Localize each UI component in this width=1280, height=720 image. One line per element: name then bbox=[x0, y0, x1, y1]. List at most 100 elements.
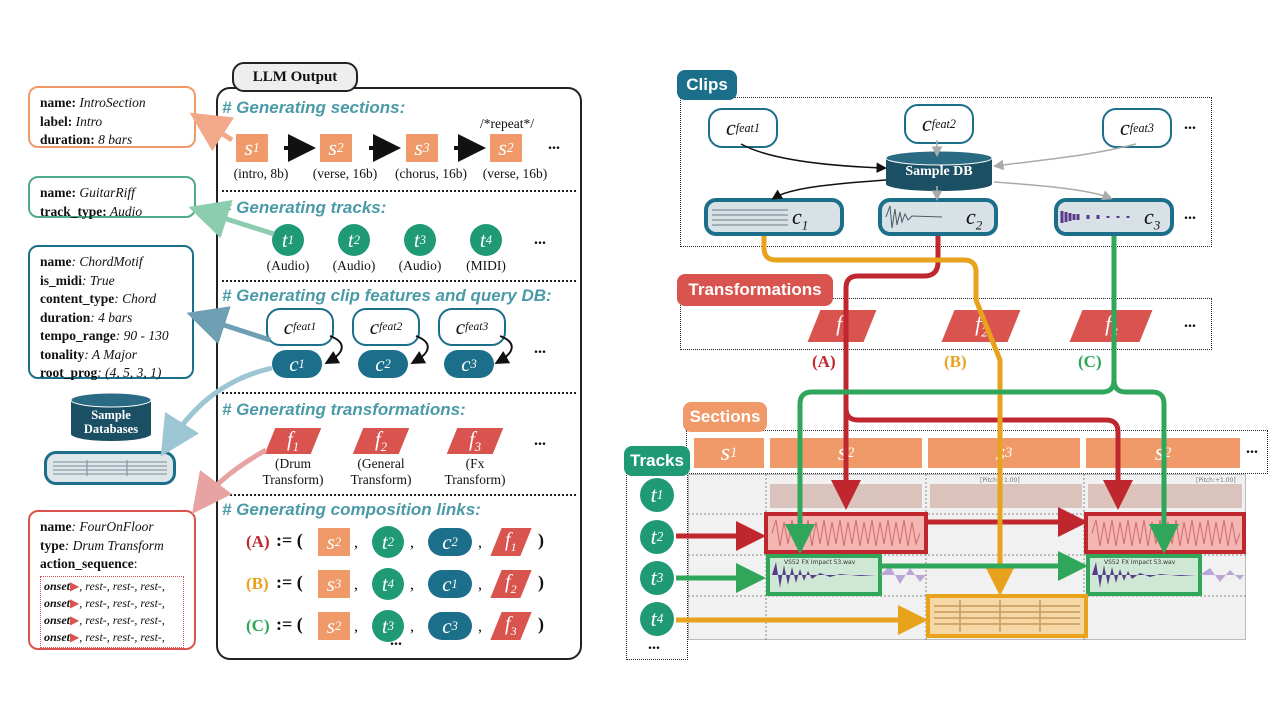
links-header: # Generating composition links: bbox=[222, 500, 481, 519]
link-comma: , bbox=[410, 576, 414, 593]
kv-row: content_type: Chord bbox=[40, 291, 157, 306]
transforms-ellipsis: ... bbox=[534, 432, 546, 449]
sections-ellipsis: ... bbox=[548, 136, 560, 153]
kv-row: is_midi: True bbox=[40, 272, 115, 288]
link-assign: := ( bbox=[276, 530, 303, 550]
kv-row: tonality: A Major bbox=[40, 346, 138, 362]
llm-output-panel bbox=[216, 87, 582, 660]
link-comma: , bbox=[354, 534, 358, 551]
onset-row: onset▶, rest-, rest-, rest-, bbox=[44, 612, 165, 627]
llm-output-title-text: LLM Output bbox=[252, 68, 338, 85]
link-name: (A) bbox=[246, 532, 270, 551]
clip-2-waveform bbox=[885, 205, 943, 229]
link-comma: , bbox=[354, 618, 358, 635]
transforms-header: # Generating transformations: bbox=[222, 400, 466, 419]
kv-row: name: ChordMotif bbox=[40, 254, 143, 269]
onset-row: onset▶, rest-, rest-, rest-, bbox=[44, 629, 165, 644]
link-close: ) bbox=[538, 614, 544, 634]
section-label: (verse, 16b) bbox=[482, 166, 548, 181]
divider bbox=[222, 494, 576, 496]
transformations-tag: Transformations bbox=[677, 274, 833, 306]
link-comma: , bbox=[410, 534, 414, 551]
tracks-header: # Generating tracks: bbox=[222, 198, 387, 217]
kv-row: tempo_range: 90 - 130 bbox=[40, 328, 169, 343]
tracks-ellipsis-right: ... bbox=[648, 636, 660, 653]
link-label-a: (A) bbox=[812, 352, 836, 371]
links-ellipsis: ... bbox=[390, 632, 402, 649]
fx-clip-label: VS52 FX Impact 53.wav bbox=[784, 559, 856, 566]
link-close: ) bbox=[538, 572, 544, 592]
onset-marker-icon: ▶ bbox=[70, 612, 80, 627]
drum-transform-box: name: FourOnFloor type: Drum Transform a… bbox=[28, 510, 196, 650]
sections-ellipsis-right: ... bbox=[1246, 440, 1258, 457]
clips-header: # Generating clip features and query DB: bbox=[222, 286, 552, 305]
tracks-tag: Tracks bbox=[624, 446, 690, 476]
kv-row: name: IntroSection bbox=[40, 95, 146, 110]
section-label: (intro, 8b) bbox=[233, 166, 289, 181]
track-label: (Audio) bbox=[266, 258, 310, 273]
onset-marker-icon: ▶ bbox=[70, 578, 80, 593]
clips-ellipsis-bottom: ... bbox=[1184, 206, 1196, 223]
onset-row: onset▶, rest-, rest-, rest-, bbox=[44, 595, 165, 610]
link-comma: , bbox=[478, 618, 482, 635]
section-label: (chorus, 16b) bbox=[395, 166, 467, 181]
retrieved-clip-waveform bbox=[53, 460, 167, 476]
divider bbox=[222, 392, 576, 394]
llm-output-title: LLM Output bbox=[232, 62, 358, 92]
link-assign: := ( bbox=[276, 572, 303, 592]
retrieved-clip bbox=[44, 451, 176, 485]
clips-panel bbox=[680, 97, 1212, 247]
sample-db-icon bbox=[885, 150, 993, 191]
sample-db-label: Sample DB bbox=[905, 164, 973, 179]
kv-row: duration: 8 bars bbox=[40, 132, 133, 147]
track-label: (Audio) bbox=[398, 258, 442, 273]
tracks-ellipsis: ... bbox=[534, 231, 546, 248]
link-label-c: (C) bbox=[1078, 352, 1102, 371]
repeat-note: /*repeat*/ bbox=[480, 116, 534, 131]
kv-row: name: GuitarRiff bbox=[40, 185, 135, 200]
link-name: (B) bbox=[246, 574, 269, 593]
divider bbox=[222, 190, 576, 192]
sections-header: # Generating sections: bbox=[222, 98, 406, 117]
clips-ellipsis-top: ... bbox=[1184, 116, 1196, 133]
divider bbox=[222, 280, 576, 282]
clip-3-waveform bbox=[1060, 211, 1130, 223]
sample-databases-icon bbox=[70, 392, 152, 441]
clips-tag: Clips bbox=[677, 70, 737, 100]
left-connectors bbox=[160, 112, 513, 514]
sections-tag: Sections bbox=[683, 402, 767, 432]
fx-clip-label: VS52 FX Impact 53.wav bbox=[1104, 559, 1176, 566]
clip-3: c3 bbox=[1054, 198, 1174, 236]
clip-1: c1 bbox=[704, 198, 844, 236]
link-assign: := ( bbox=[276, 614, 303, 634]
